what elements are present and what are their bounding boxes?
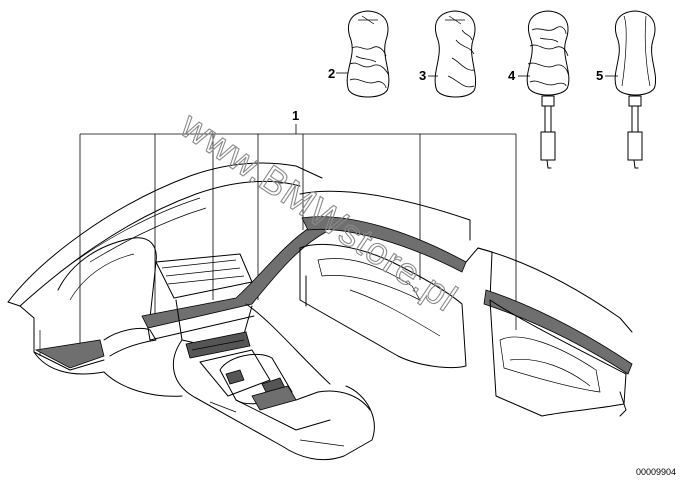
dashboard-interior-illustration: [7, 162, 633, 461]
callout-3: 3: [419, 68, 426, 83]
document-number: 00009904: [636, 467, 676, 477]
callout-5: 5: [596, 68, 603, 83]
callout-1: 1: [292, 108, 299, 123]
gear-knob-4: [518, 10, 570, 169]
callout-1-leader-bracket: [79, 124, 517, 350]
gear-knob-2: [336, 10, 390, 98]
gear-knob-5: [605, 10, 657, 169]
callout-4: 4: [508, 68, 516, 83]
watermark-text: www.BMWstore.pl: [172, 104, 464, 320]
gear-knob-3: [428, 10, 477, 98]
callout-2: 2: [328, 66, 335, 81]
